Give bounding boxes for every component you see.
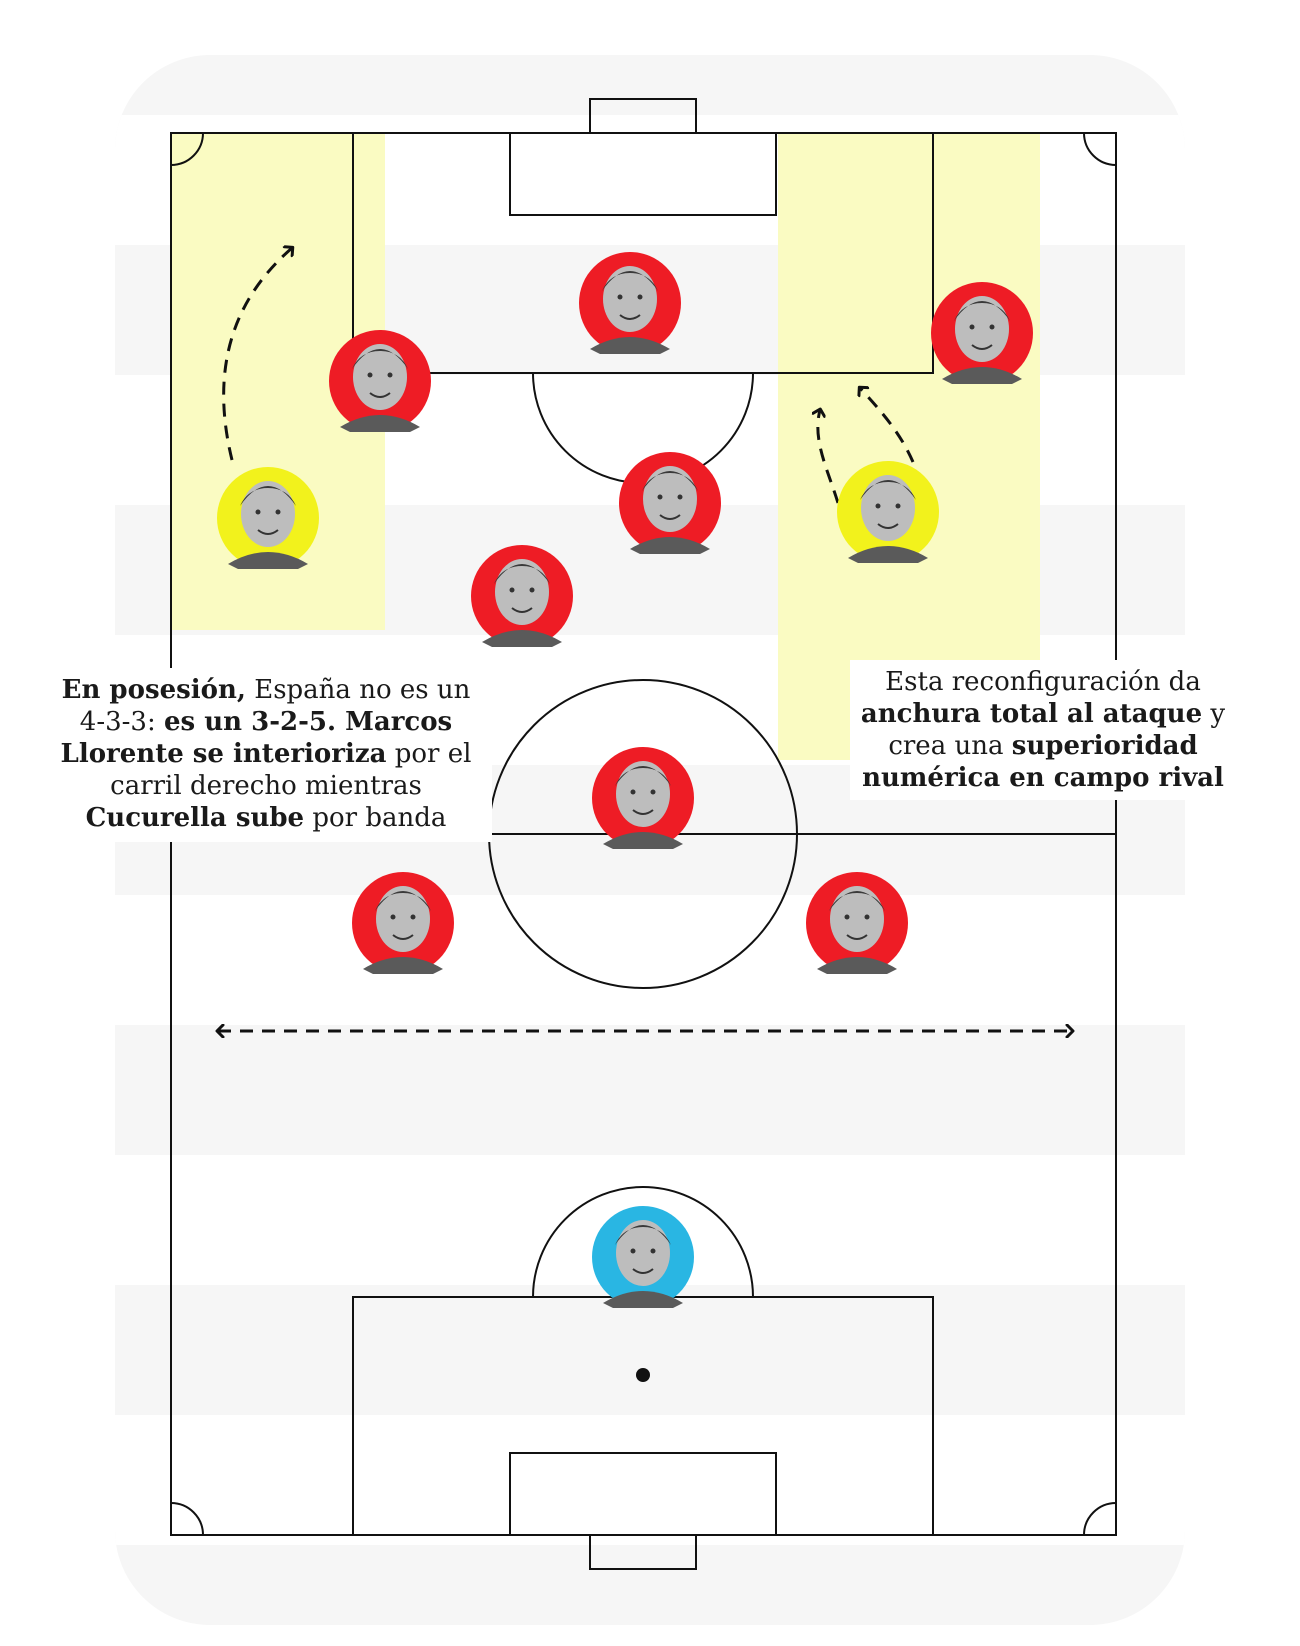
player-left-forward [329,330,431,432]
right-lane-highlight [778,133,1040,760]
player-center-back-middle [592,747,694,849]
annotation-left-run: En posesión, [61,675,246,705]
annotation-right-run: Esta reconfiguración da [885,667,1201,697]
player-photo-icon [228,481,308,569]
player-striker [579,252,681,354]
players-layer [217,252,1033,1308]
player-photo-icon [590,266,670,354]
cucurella-run-arrow [222,248,292,461]
player-right-forward [931,282,1033,384]
player-photo-icon [603,1220,683,1308]
annotation-right-run: anchura total al ataque [860,699,1203,729]
player-photo-icon [482,559,562,647]
player-photo-icon [630,466,710,554]
player-center-back-left [352,872,454,974]
player-goalkeeper [592,1206,694,1308]
player-defensive-mid [471,545,573,647]
player-llorente [837,461,939,563]
penalty-spot [636,1368,650,1382]
player-photo-icon [817,886,897,974]
annotation-left-run: Cucurella sube [85,803,305,833]
llorente-run-arrow-a [818,410,840,504]
annotation-right-run: superioridad numérica en campo rival [862,731,1224,793]
player-center-back-right [806,872,908,974]
player-photo-icon [848,475,928,563]
annotation-right: Esta reconfiguración da anchura total al… [850,660,1236,800]
annotation-right-run: y crea una [888,699,1226,761]
player-photo-icon [942,296,1022,384]
movement-arrows [218,248,1072,1031]
annotation-left-run: por banda [304,803,447,833]
player-photo-icon [340,344,420,432]
annotation-left-run: por el carril derecho mientras [110,739,472,801]
player-attacking-mid [619,452,721,554]
annotation-left-run: España no es un 4-3-3: [79,675,471,737]
player-photo-icon [363,886,443,974]
llorente-run-arrow-b [860,388,915,463]
player-photo-icon [603,761,683,849]
annotation-left: En posesión, España no es un 4-3-3: es u… [40,668,492,842]
player-cucurella [217,467,319,569]
annotation-left-run: es un 3-2-5. Marcos Llorente se interior… [60,707,453,769]
